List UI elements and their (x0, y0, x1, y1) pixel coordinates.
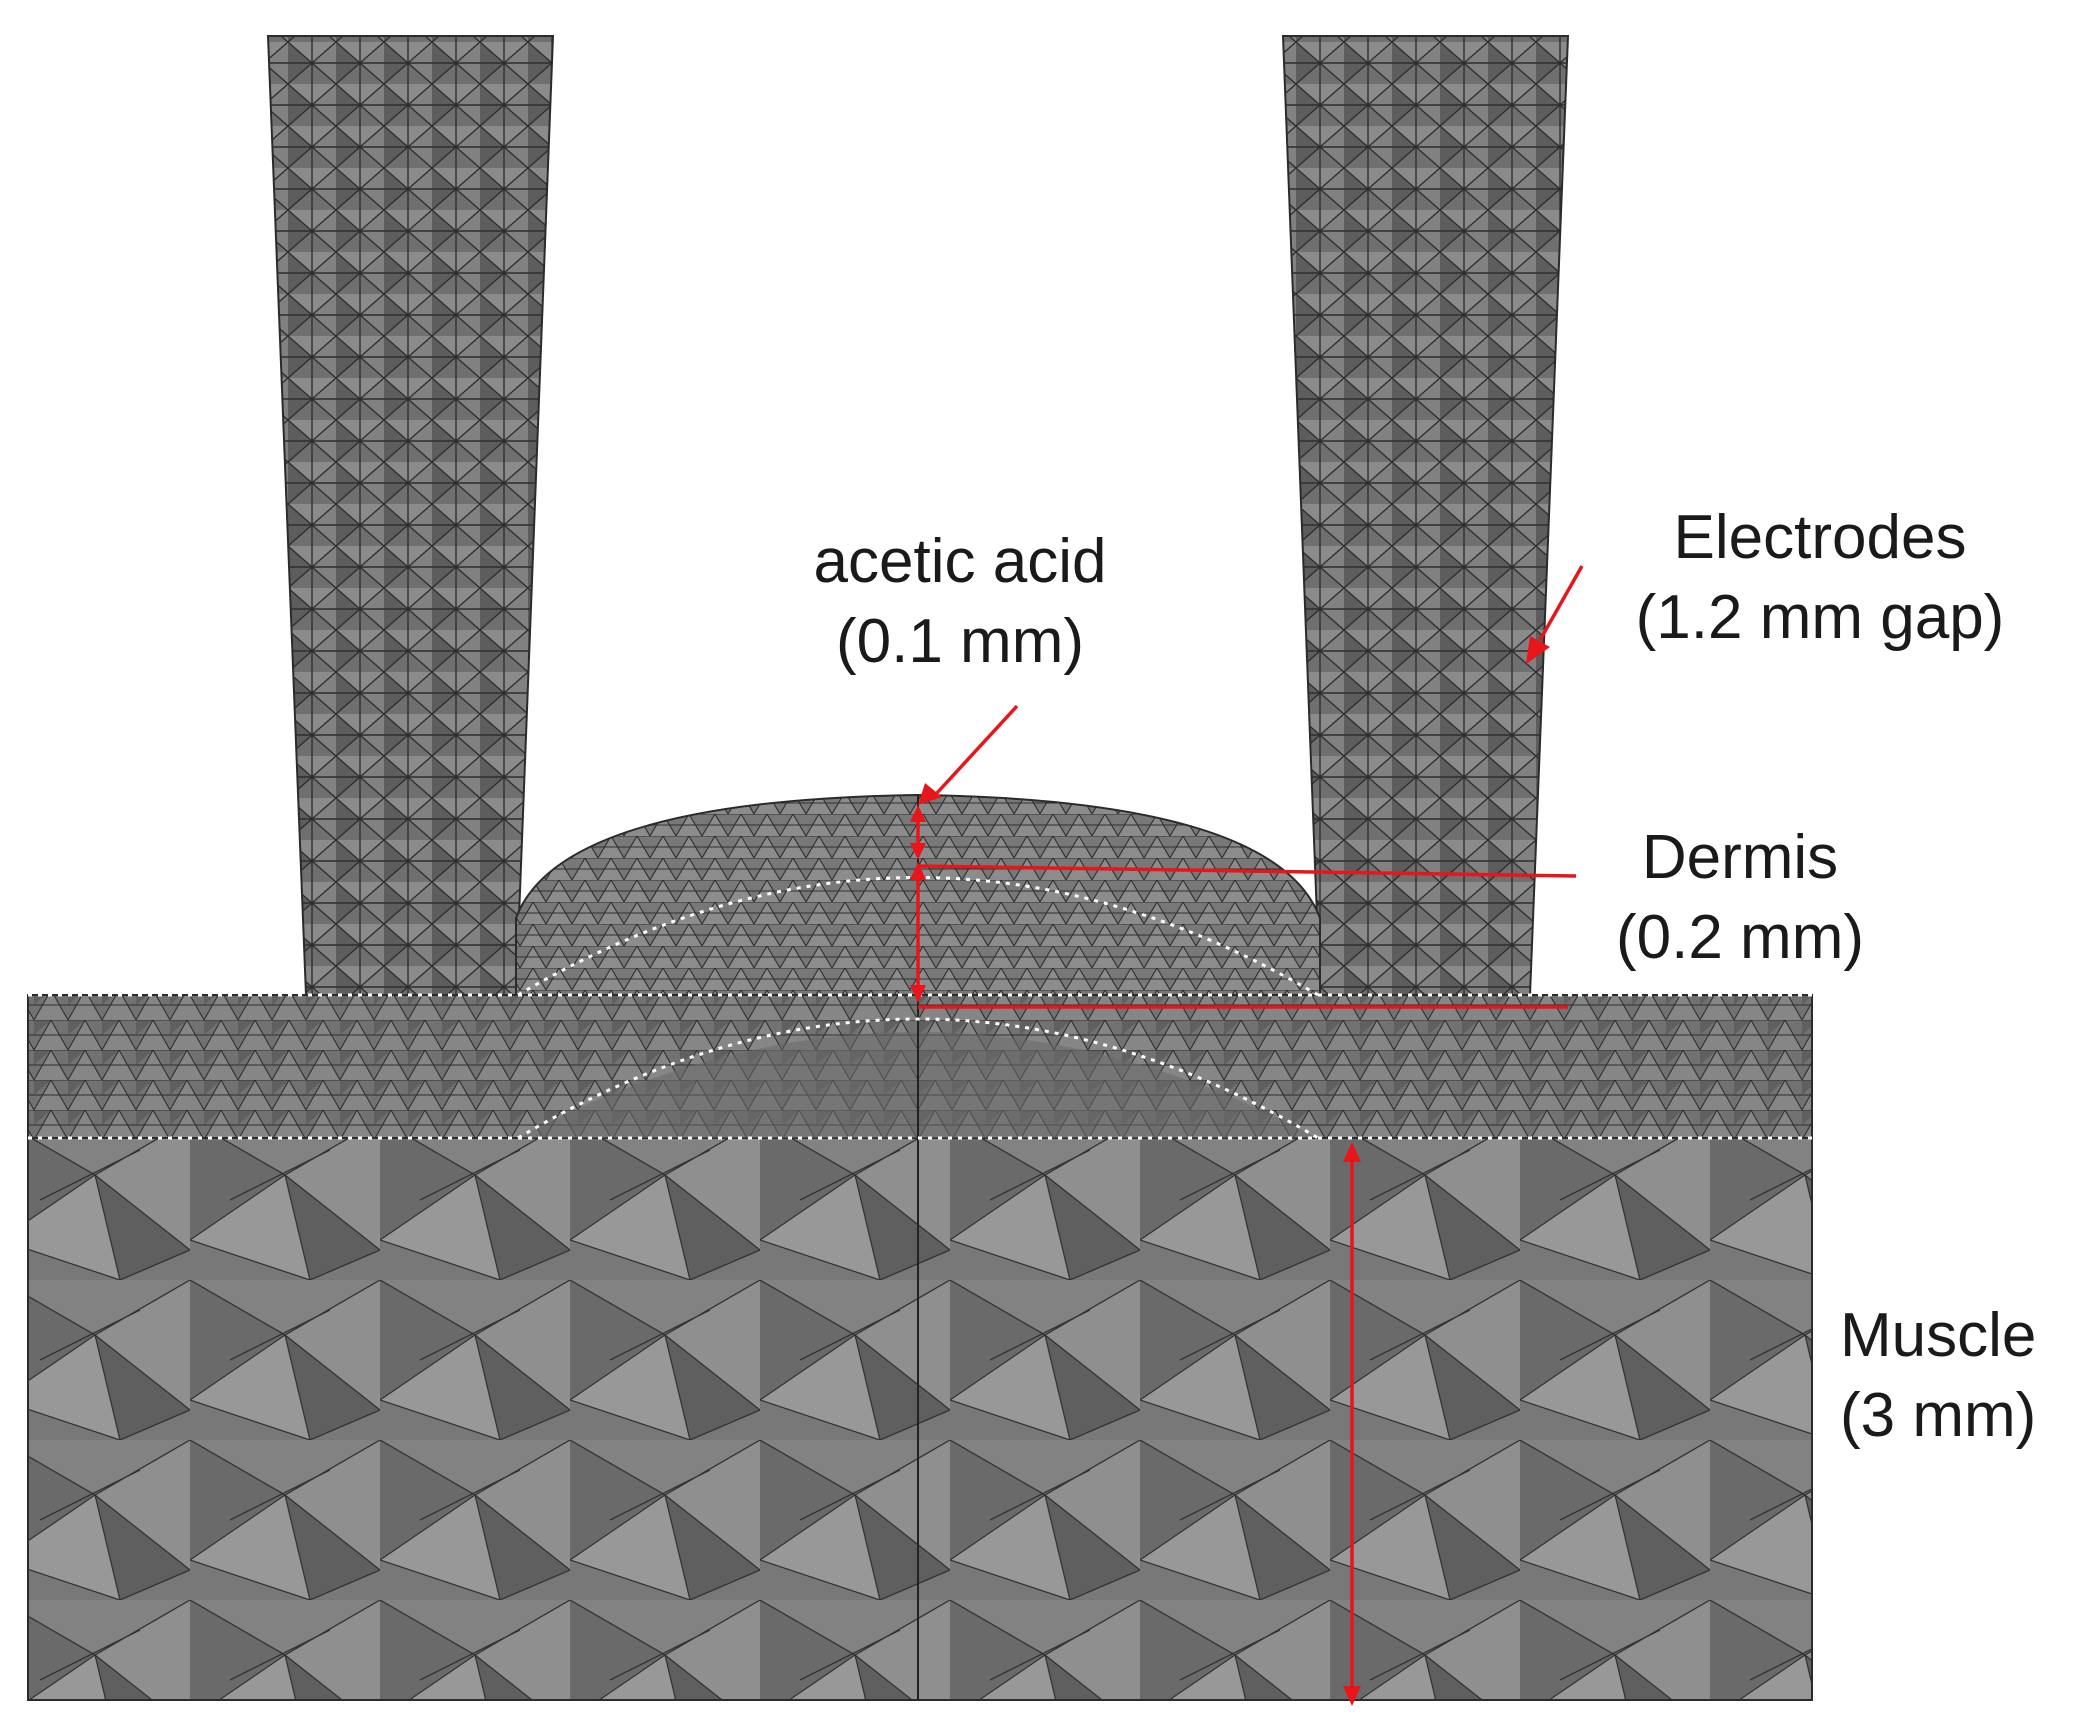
muscle-name: Muscle (1840, 1301, 2037, 1370)
right-electrode (1281, 35, 1570, 996)
electrodes-gap: (1.2 mm gap) (1635, 583, 2005, 652)
annotations (910, 565, 1584, 1706)
acetic-acid-size: (0.1 mm) (836, 607, 1084, 676)
muscle-region (27, 1137, 1813, 1701)
muscle-label: Muscle (3 mm) (1840, 1296, 2079, 1456)
electrodes-name: Electrodes (1673, 503, 1967, 572)
acetic-acid-label: acetic acid (0.1 mm) (780, 522, 1140, 682)
dermis-label: Dermis (0.2 mm) (1580, 818, 1900, 978)
acetic-acid-name: acetic acid (813, 527, 1107, 596)
muscle-size: (3 mm) (1840, 1381, 2037, 1450)
dermis-name: Dermis (1641, 823, 1839, 892)
electrodes-label: Electrodes (1.2 mm gap) (1600, 498, 2040, 658)
left-electrode (266, 35, 555, 996)
dermis-size: (0.2 mm) (1616, 903, 1864, 972)
